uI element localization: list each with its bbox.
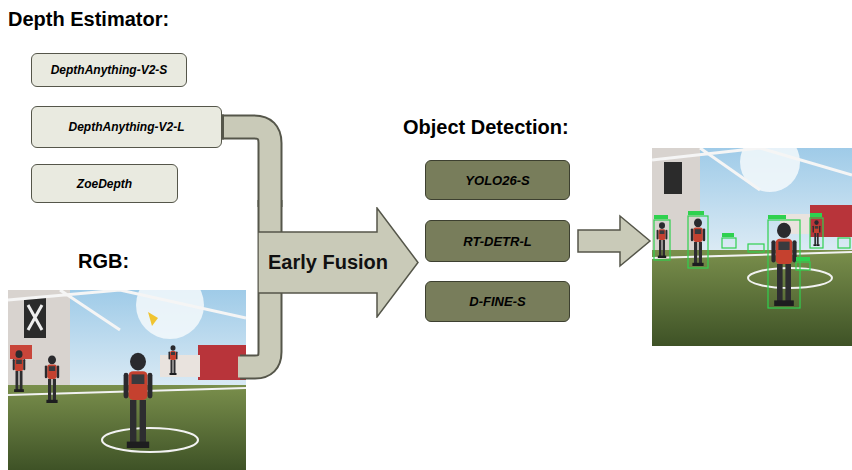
- fusion-arrow: Early Fusion: [258, 207, 419, 318]
- depth-model-box: DepthAnything-V2-S: [31, 53, 187, 87]
- rgb-photo: [8, 290, 246, 470]
- detector-box: RT-DETR-L: [425, 220, 570, 262]
- section-heading: RGB:: [78, 250, 129, 273]
- section-heading: Object Detection:: [403, 116, 569, 139]
- output-arrow: [578, 216, 650, 266]
- depth-model-box: ZoeDepth: [31, 164, 178, 203]
- node-label: DepthAnything-V2-L: [69, 120, 185, 134]
- detection-output-photo: [652, 148, 852, 346]
- detector-box: D-FINE-S: [425, 281, 570, 322]
- node-label: D-FINE-S: [469, 294, 525, 309]
- node-label: DepthAnything-V2-S: [51, 63, 168, 77]
- depth-model-box: DepthAnything-V2-L: [31, 106, 222, 148]
- node-label: ZoeDepth: [77, 177, 132, 191]
- detector-box: YOLO26-S: [425, 160, 570, 200]
- node-label: Early Fusion: [268, 251, 388, 274]
- bracket-fill: [222, 127, 270, 207]
- fusion-bracket: [220, 115, 270, 208]
- node-label: RT-DETR-L: [463, 234, 531, 249]
- section-heading: Depth Estimator:: [8, 8, 169, 31]
- fusion-arrow-outline: [258, 208, 418, 317]
- bracket-outline: [222, 127, 270, 207]
- node-label: YOLO26-S: [465, 173, 529, 188]
